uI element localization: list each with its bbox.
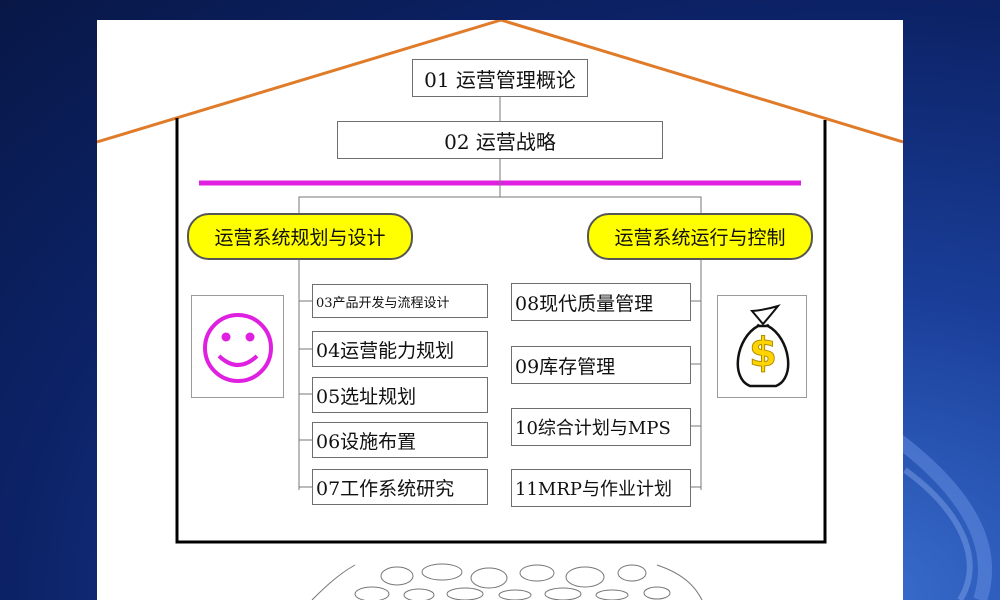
- left-branch-title: 运营系统规划与设计: [187, 213, 413, 260]
- chapter-06-box: 06设施布置: [312, 422, 488, 458]
- dollar-sign-icon: $: [749, 330, 778, 377]
- smiley-face-icon: [191, 295, 284, 398]
- chapter-09-box: 09库存管理: [511, 346, 691, 384]
- chapter-04-box: 04运营能力规划: [312, 331, 488, 367]
- house-walls: [175, 118, 827, 544]
- chapter-03-box: 03产品开发与流程设计: [312, 284, 488, 318]
- foundation-stones: [311, 563, 703, 600]
- chapter-10-box: 10综合计划与MPS: [511, 408, 691, 446]
- chapter-08-box: 08现代质量管理: [511, 283, 691, 321]
- money-bag-icon: $: [717, 295, 807, 398]
- chapter-01-box: 01 运营管理概论: [412, 59, 588, 97]
- chapter-05-box: 05选址规划: [312, 377, 488, 413]
- slide-canvas: 01 运营管理概论 02 运营战略 运营系统规划与设计 运营系统运行与控制 03…: [97, 20, 903, 600]
- connector-lines: [298, 97, 702, 490]
- chapter-07-box: 07工作系统研究: [312, 469, 488, 505]
- right-branch-title: 运营系统运行与控制: [587, 213, 813, 260]
- chapter-11-box: 11MRP与作业计划: [511, 469, 691, 507]
- roof-line: [97, 20, 903, 144]
- house-drawing: [97, 20, 903, 600]
- chapter-02-box: 02 运营战略: [337, 121, 663, 159]
